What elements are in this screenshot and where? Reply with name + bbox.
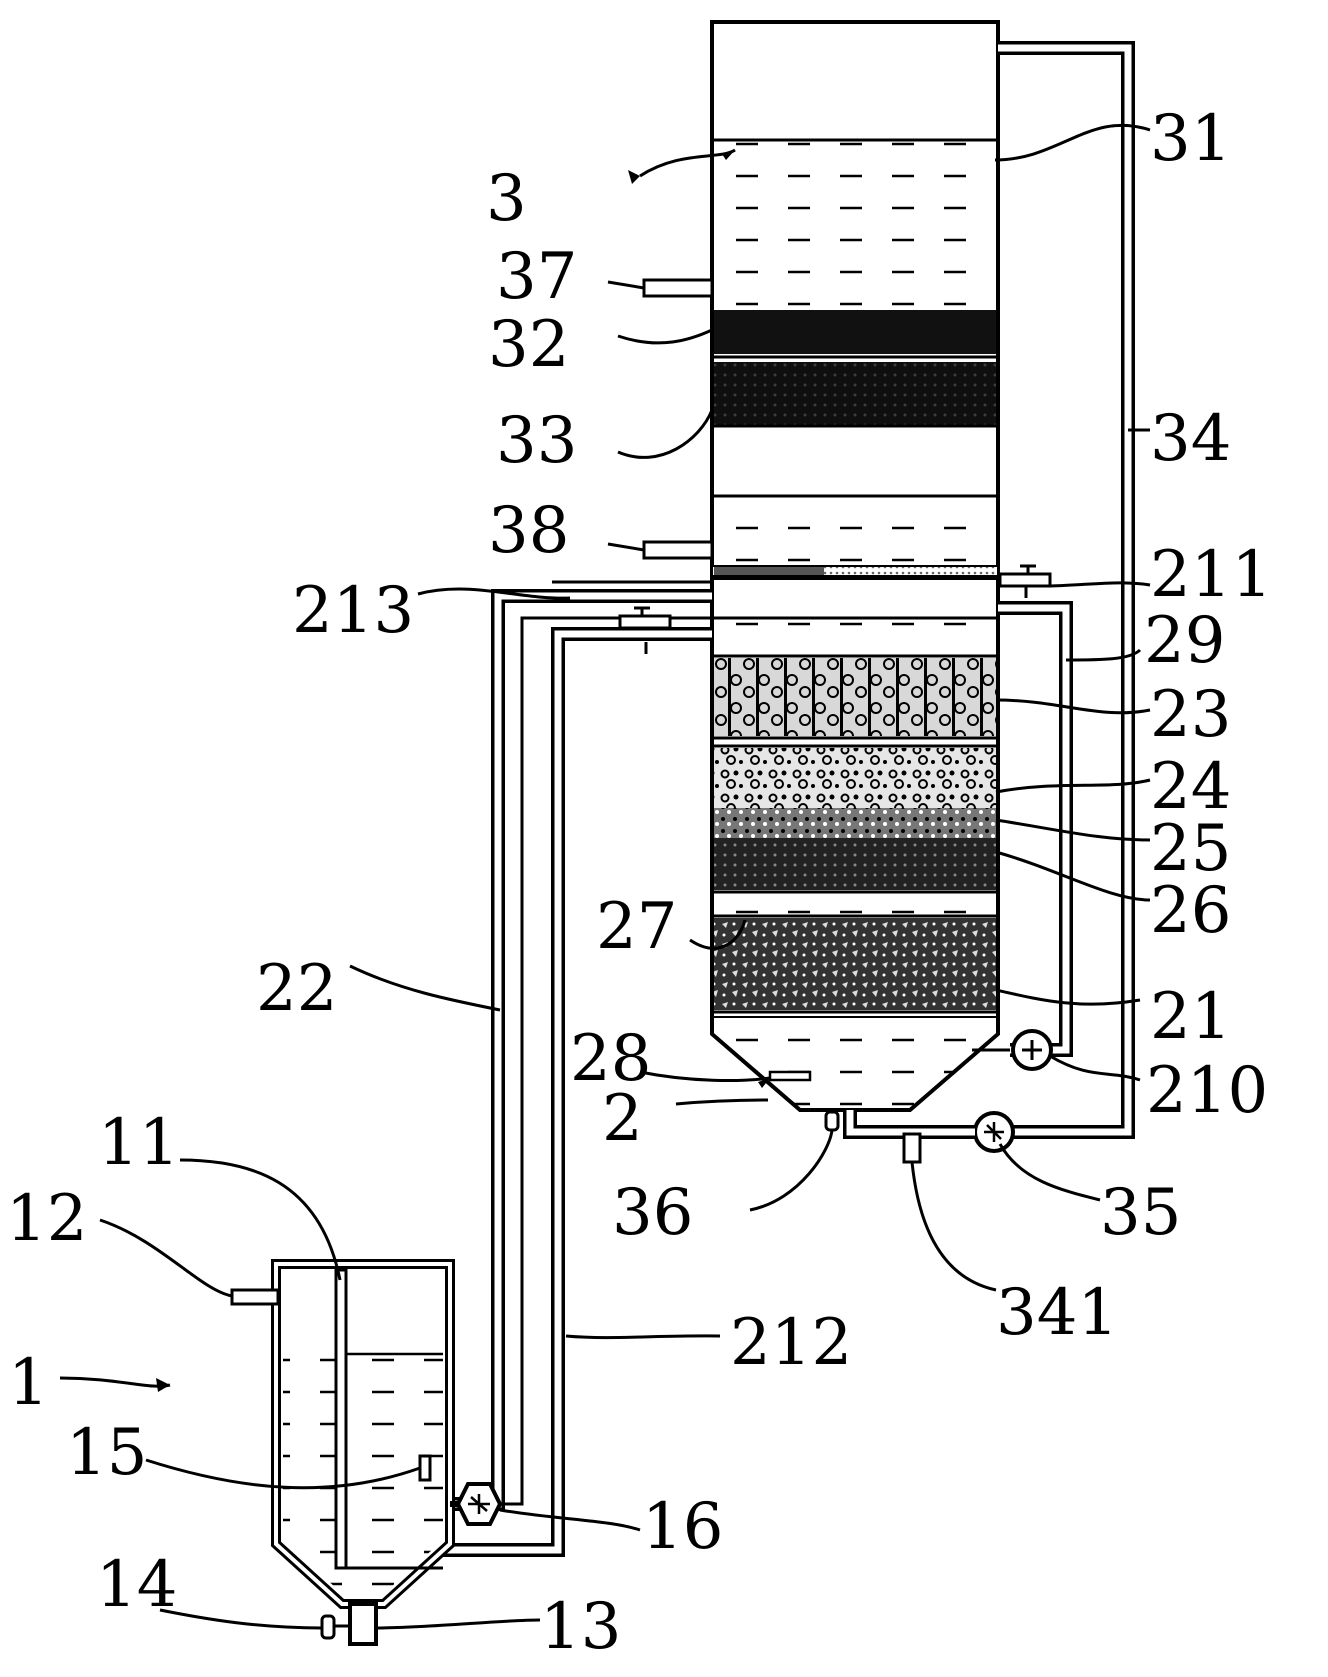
label-25: 25 (1150, 812, 1231, 886)
tank-1 (271, 1259, 455, 1609)
inlet-12 (230, 1288, 280, 1306)
label-23: 23 (1150, 678, 1231, 752)
label-27: 27 (596, 890, 677, 964)
label-32: 32 (488, 308, 569, 382)
media-layer-25 (714, 808, 996, 838)
media-layer-23 (714, 658, 996, 736)
liquid-zone-lower-3 (714, 498, 996, 566)
leader-lines (59, 123, 1151, 1630)
label-2: 2 (602, 1082, 643, 1156)
drain-341 (902, 1132, 922, 1164)
label-3: 3 (486, 162, 527, 236)
label-211: 211 (1150, 538, 1272, 612)
label-21: 21 (1150, 980, 1231, 1054)
label-1: 1 (8, 1346, 49, 1420)
label-28: 28 (570, 1022, 651, 1096)
label-14: 14 (96, 1548, 177, 1622)
aerator-28 (768, 1070, 812, 1082)
label-34: 34 (1150, 402, 1231, 476)
column-2 (710, 576, 1000, 1112)
label-213: 213 (292, 574, 414, 648)
label-33: 33 (496, 404, 577, 478)
outlet-38 (642, 540, 714, 560)
valve-14[interactable] (320, 1614, 336, 1640)
outlet-13 (348, 1602, 378, 1646)
pump-35[interactable] (973, 1111, 1015, 1153)
media-layer-26 (714, 838, 996, 890)
liquid-zone-31 (714, 140, 996, 310)
media-layer-24 (714, 748, 996, 808)
liquid-zone-2-top (714, 620, 996, 652)
valve-213[interactable] (618, 606, 672, 654)
label-341: 341 (996, 1276, 1118, 1350)
pump-16[interactable] (455, 1482, 503, 1526)
valve-36[interactable] (824, 1110, 840, 1132)
label-15: 15 (66, 1416, 147, 1490)
label-13: 13 (540, 1590, 621, 1664)
valve-211[interactable] (998, 564, 1052, 598)
pump-210[interactable] (1011, 1029, 1053, 1071)
label-35: 35 (1100, 1176, 1181, 1250)
label-37: 37 (496, 240, 577, 314)
liquid-gap-2 (714, 894, 996, 914)
label-11: 11 (98, 1106, 179, 1180)
label-212: 212 (730, 1306, 852, 1380)
part-labels: 31 3 37 32 34 33 38 211 213 29 23 24 25 … (6, 102, 1272, 1664)
outlet-37 (642, 278, 714, 298)
label-31: 31 (1150, 102, 1231, 176)
label-24: 24 (1150, 750, 1231, 824)
pipe-212 (418, 627, 712, 1557)
label-26: 26 (1150, 874, 1231, 948)
label-22: 22 (256, 952, 337, 1026)
label-36: 36 (612, 1176, 693, 1250)
label-16: 16 (642, 1490, 723, 1564)
label-210: 210 (1146, 1054, 1268, 1128)
sensor-15 (418, 1454, 432, 1482)
media-layer-27 (714, 918, 996, 1010)
baffle-11 (334, 1268, 348, 1570)
column-3 (710, 20, 1000, 580)
label-38: 38 (488, 494, 569, 568)
filter-layer-32 (714, 310, 996, 354)
label-29: 29 (1144, 604, 1225, 678)
label-12: 12 (6, 1182, 87, 1256)
